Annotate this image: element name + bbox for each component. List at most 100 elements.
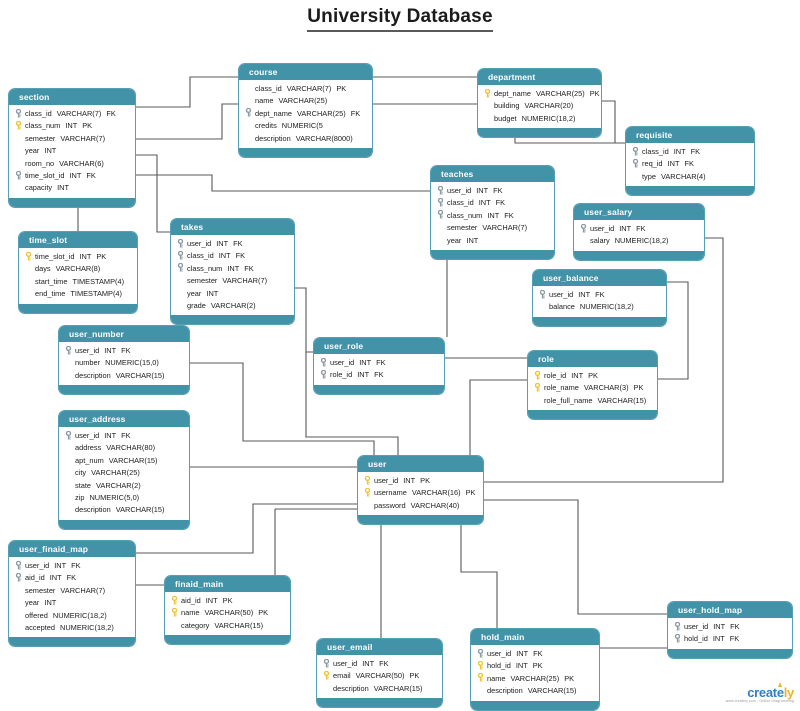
foreign-key-icon (631, 146, 642, 158)
attribute-name: user_id (487, 649, 512, 658)
attribute-constraint: FK (71, 561, 81, 570)
attribute-name: state (75, 480, 92, 490)
attribute-constraint: FK (684, 159, 694, 169)
connector-section-teaches (136, 174, 430, 192)
no-key-spacer (14, 158, 25, 169)
entity-title-user_role: user_role (314, 338, 444, 354)
foreign-key-icon (673, 621, 684, 633)
attribute-datatype: INT (49, 573, 62, 583)
watermark-tagline: www.creately.com - Online Diagramming (725, 699, 794, 704)
connector-takes-userrole (295, 287, 313, 353)
connector-section-takes (136, 154, 170, 233)
attribute-constraint: FK (106, 109, 116, 118)
attribute-datatype: INT (57, 183, 70, 193)
primary-key-icon (170, 595, 181, 607)
attribute-datatype: INT (104, 346, 117, 355)
no-key-spacer (436, 235, 447, 246)
entity-footer-teaches (431, 249, 554, 259)
no-key-spacer (14, 183, 25, 194)
attribute-datatype: INT (79, 252, 92, 261)
attribute-datatype: INT (571, 371, 584, 380)
attribute-constraint: PK (409, 671, 420, 681)
no-key-spacer (64, 468, 75, 479)
attribute-datatype: VARCHAR(2) (210, 300, 256, 310)
attribute-datatype: INT (69, 170, 82, 180)
attribute-constraint: PK (465, 488, 476, 498)
foreign-key-icon (176, 251, 187, 262)
attribute-datatype: VARCHAR(8) (55, 264, 101, 274)
watermark-brand: create (747, 685, 784, 701)
entity-footer-role (528, 410, 657, 420)
attribute-name: user_id (330, 358, 355, 367)
attribute-name: role_id (544, 371, 567, 380)
no-key-spacer (436, 223, 447, 234)
foreign-key-icon (538, 289, 549, 301)
attribute-name: semester (447, 223, 478, 233)
attribute-datatype: TIMESTAMP(4) (72, 276, 125, 286)
attribute-name: user_id (447, 186, 472, 195)
attribute-datatype: VARCHAR(7) (482, 223, 528, 233)
foreign-key-icon (64, 345, 75, 357)
attribute-datatype: VARCHAR(15) (527, 686, 577, 696)
attribute-datatype: VARCHAR(15) (597, 395, 647, 405)
foreign-key-icon (673, 634, 684, 645)
attribute-name: class_id (255, 84, 282, 93)
attribute-datatype: VARCHAR(3) (583, 383, 629, 393)
attribute-name: dept_name (255, 108, 292, 118)
entity-footer-section (9, 197, 135, 207)
attribute-constraint: FK (233, 239, 243, 248)
no-key-spacer (244, 133, 255, 144)
attribute-row: state VARCHAR(2) (59, 480, 189, 492)
entity-title-user_number: user_number (59, 326, 189, 342)
attribute-datatype: NUMERIC(15,0) (105, 358, 159, 368)
no-key-spacer (64, 480, 75, 491)
attribute-datatype: VARCHAR(2) (96, 480, 141, 490)
primary-key-icon (476, 661, 487, 672)
attribute-datatype: INT (476, 186, 489, 195)
attribute-datatype: VARCHAR(7) (60, 585, 106, 595)
foreign-key-icon (319, 357, 330, 369)
no-key-spacer (64, 443, 75, 454)
